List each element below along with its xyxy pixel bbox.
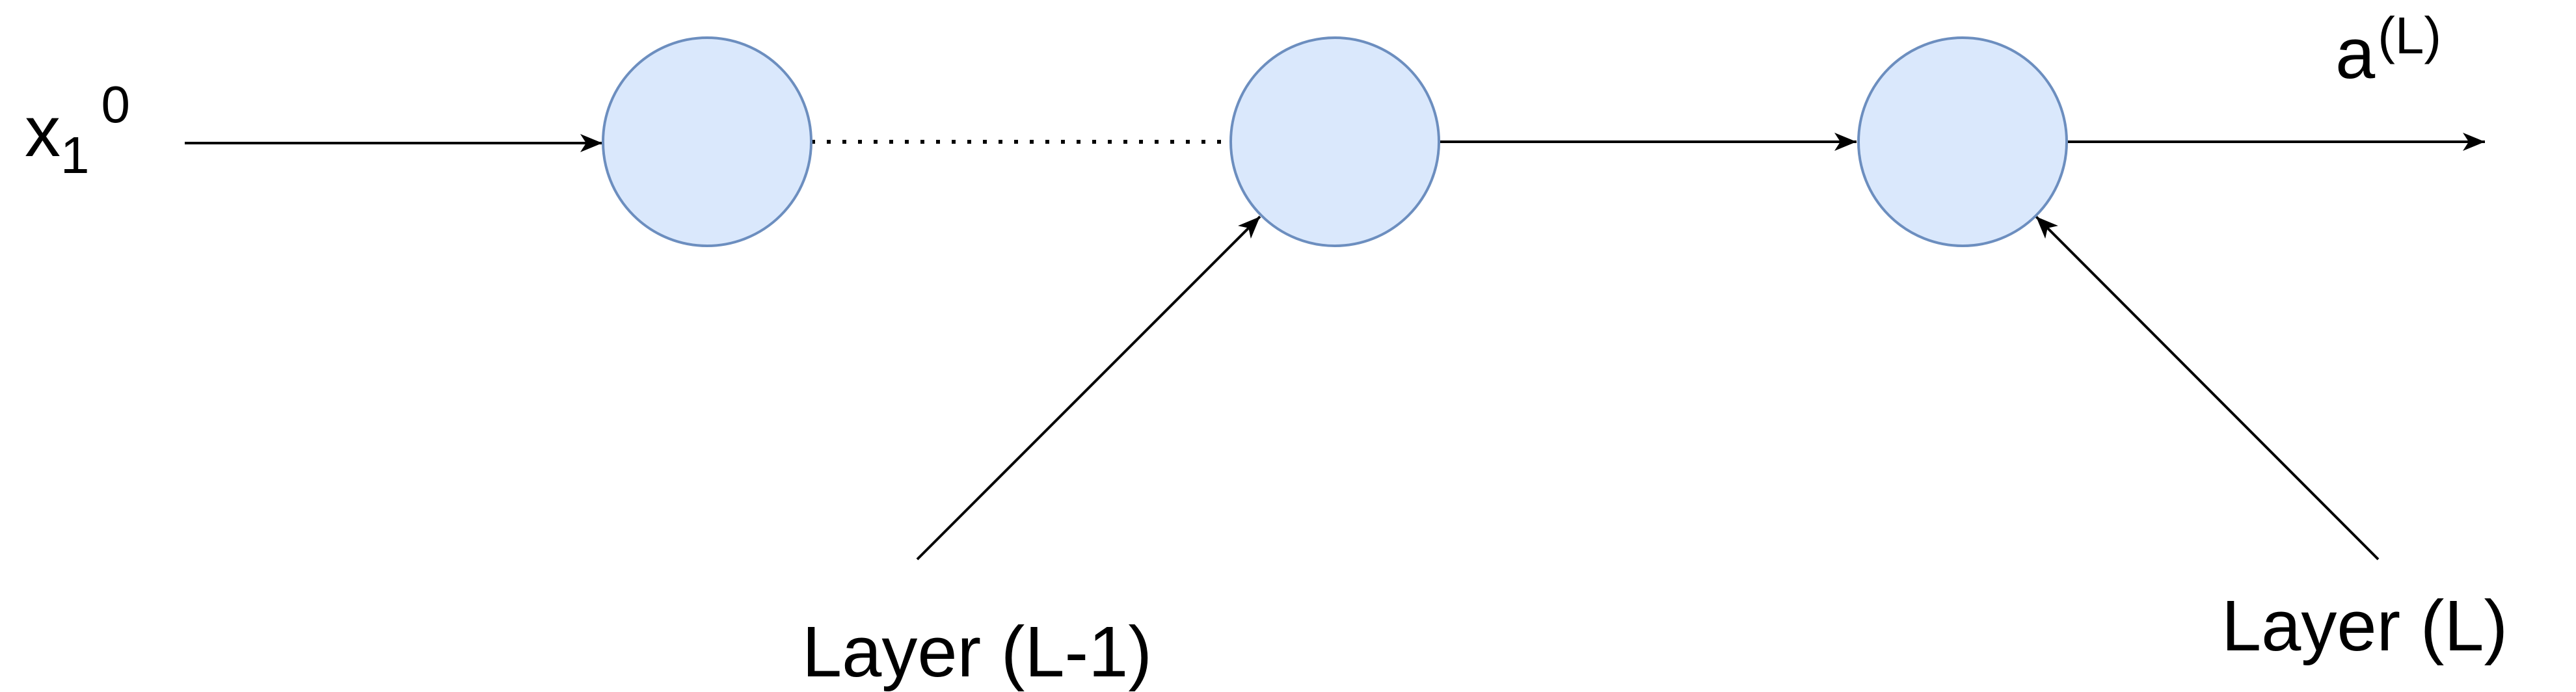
layer-current-arrow [2035,215,2380,561]
layer-prev-arrow [916,215,1261,561]
output-label-base: a [2335,14,2376,94]
output-label: a(L) [2335,7,2441,94]
node-3 [1857,36,2068,247]
input-label-subscript: 1 [60,126,90,184]
input-label: x10 [25,75,130,184]
input-label-base: x [25,92,60,172]
node-1 [602,36,812,247]
layer-prev-label: Layer (L-1) [802,612,1152,692]
node-2 [1229,36,1440,247]
input-label-superscript: 0 [101,75,131,133]
output-label-superscript: (L) [2378,7,2441,64]
layer-current-label: Layer (L) [2221,586,2508,666]
